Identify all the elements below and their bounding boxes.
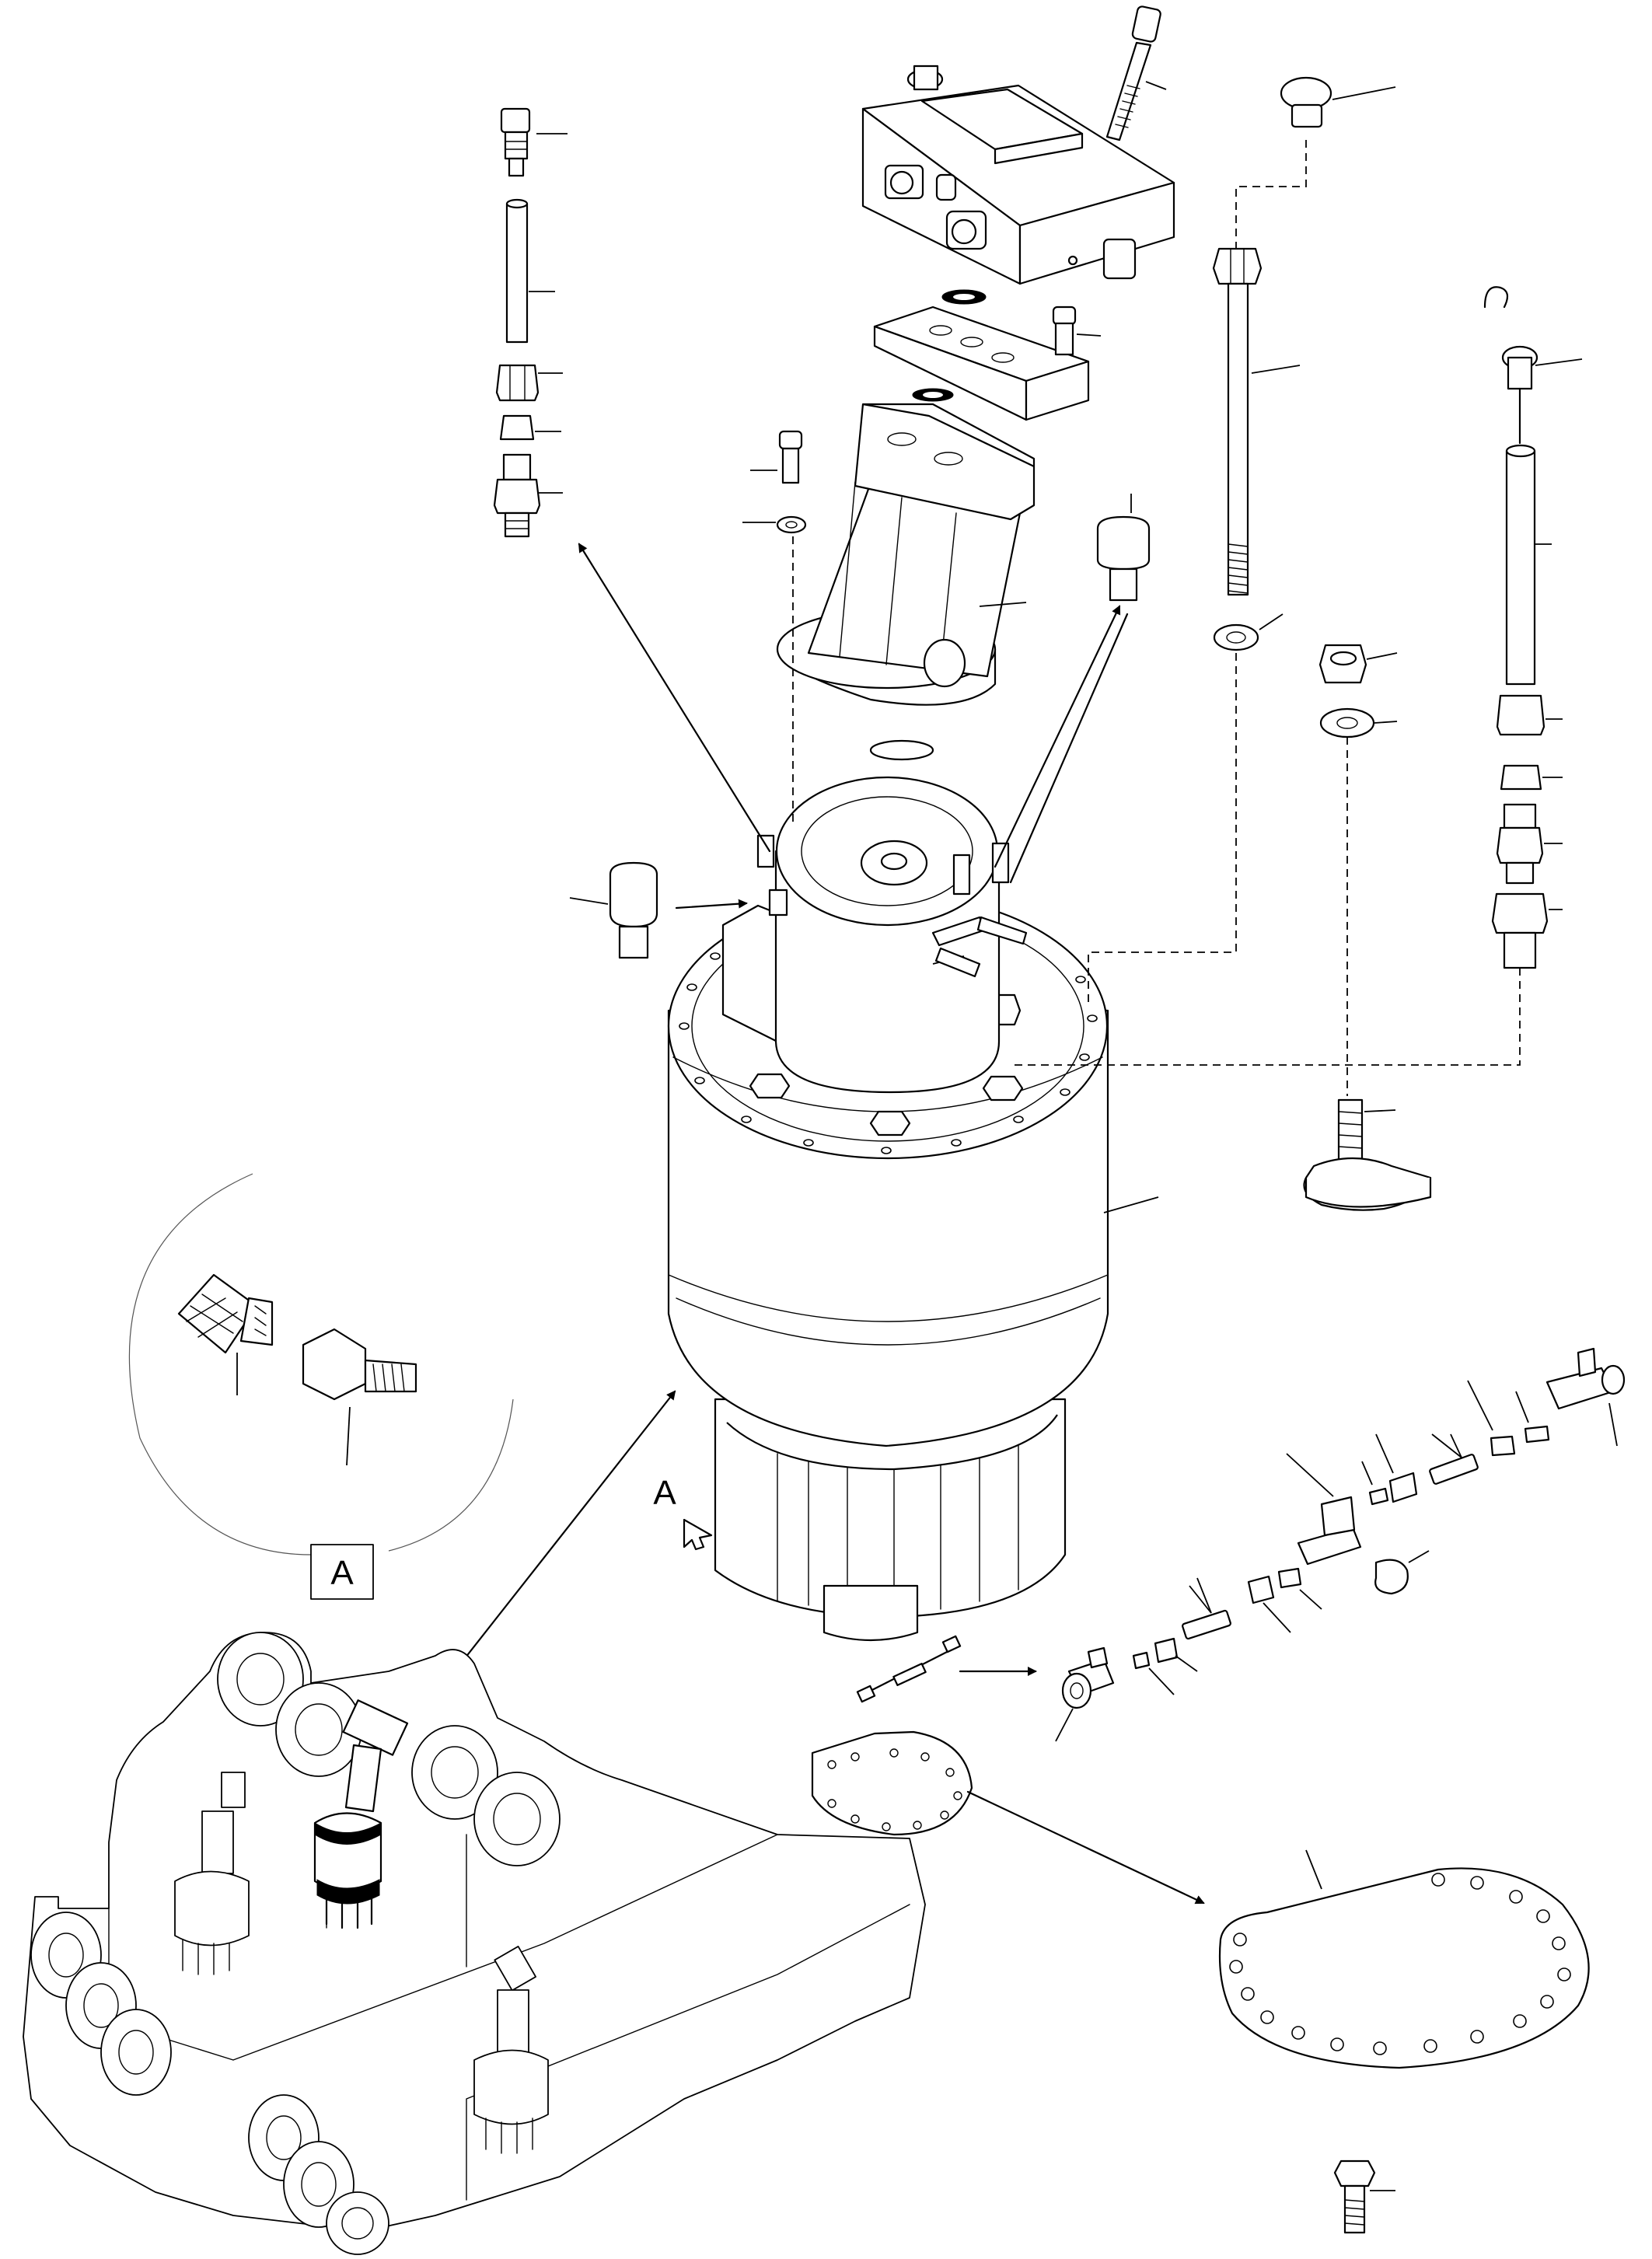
cover-plate-large <box>1218 1849 1590 2069</box>
bolt-with-washer <box>742 430 807 534</box>
washer-center <box>1319 707 1398 738</box>
cap-screw-short <box>1052 306 1102 356</box>
breather-valve-detail <box>177 1273 274 1395</box>
adapter-fitting-detail <box>302 1328 417 1466</box>
detail-view-a: A <box>128 1173 514 1600</box>
view-direction-label: A <box>653 1474 676 1512</box>
view-direction-arrow <box>683 1518 713 1551</box>
dipstick-assembly <box>1483 286 1583 969</box>
pedestal-mount <box>1303 1098 1432 1211</box>
tee-fitting <box>1545 1347 1626 1447</box>
fitting-stack-left <box>493 107 568 538</box>
adapter-plate <box>873 306 1090 421</box>
dipstick-plug <box>1096 494 1151 602</box>
frame-slew-unit-highlighted <box>313 1699 409 1929</box>
hydraulic-motor <box>776 403 1036 761</box>
hex-nut-left <box>495 364 540 402</box>
o-ring-lower <box>912 388 954 402</box>
frame-slew-unit-rear <box>174 1772 250 1975</box>
routing-dashes <box>792 140 1521 1096</box>
hex-nut-center <box>1318 644 1398 684</box>
drain-line <box>856 1635 962 1703</box>
flange-bolt-holes <box>679 952 1098 1154</box>
valve-block <box>861 65 1175 285</box>
machine-frame <box>23 1632 926 2255</box>
cover-bolt <box>1333 2159 1395 2234</box>
frame-lugs <box>30 1632 561 2255</box>
tube-segment <box>505 198 529 344</box>
fitting-cluster-right <box>1055 1347 1626 1742</box>
washer-right <box>1213 613 1284 651</box>
side-plug <box>569 861 658 959</box>
plug-cap-top <box>1280 76 1396 128</box>
callout-box-label: A <box>330 1554 354 1592</box>
callout-box-a <box>310 1544 374 1600</box>
fitting-nut-top <box>500 107 531 177</box>
long-bolt <box>1212 247 1301 596</box>
o-ring-upper <box>941 289 987 305</box>
frame-slew-unit-front <box>473 1946 549 2154</box>
ferrule-left <box>499 414 535 441</box>
slew-gearbox <box>667 776 1159 1642</box>
cover-plate-small <box>811 1730 973 1836</box>
breather-fittings <box>756 834 1028 978</box>
cap-screw-long <box>1105 5 1167 141</box>
tee-fitting-center <box>1286 1453 1362 1566</box>
tee-fitting-lower <box>1055 1646 1115 1742</box>
explode-arrows <box>395 543 1205 1905</box>
adapter-left <box>493 453 541 538</box>
